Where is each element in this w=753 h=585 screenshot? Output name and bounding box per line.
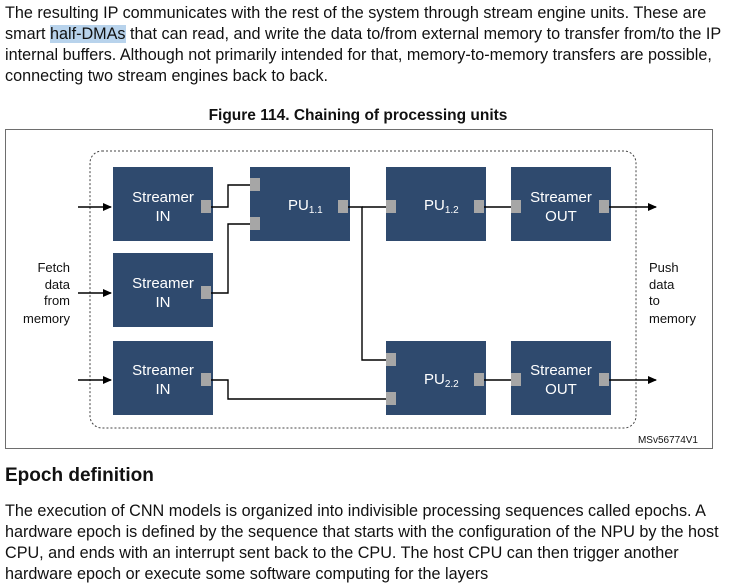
- port: [474, 373, 484, 386]
- chaining-diagram: Streamer IN Streamer IN Streamer IN PU1.…: [23, 150, 698, 446]
- svg-text:PU1.2: PU1.2: [424, 197, 459, 216]
- streamer-in-1: Streamer IN: [113, 167, 213, 241]
- right-label: Push data to memory: [649, 260, 696, 326]
- section-heading: Epoch definition: [5, 465, 154, 486]
- port: [201, 200, 211, 213]
- svg-text:PU1.1: PU1.1: [288, 197, 323, 216]
- figure-caption: Figure 114. Chaining of processing units: [208, 107, 508, 124]
- pu-1-2-sub: 1.2: [445, 205, 459, 216]
- left-label-line1: Fetch: [37, 260, 70, 275]
- left-label-line3: from: [44, 293, 70, 308]
- pu-2-2: PU2.2: [386, 341, 486, 415]
- port: [201, 373, 211, 386]
- ports: [201, 178, 609, 405]
- link-in1-pu11: [211, 181, 260, 208]
- port: [201, 286, 211, 299]
- pu-1-2-base: PU: [424, 197, 445, 214]
- link-in2-pu11: [211, 220, 260, 294]
- intro-paragraph: The resulting IP communicates with the r…: [5, 3, 750, 87]
- intro-text-after: that can read, and write the data to/fro…: [5, 25, 721, 85]
- pu-1-2: PU1.2: [386, 167, 486, 241]
- right-label-line3: to: [649, 293, 660, 308]
- streamer-out-2-line1: Streamer: [530, 362, 592, 379]
- streamer-in-2-line1: Streamer: [132, 275, 194, 292]
- pu-1-1: PU1.1: [250, 167, 350, 241]
- port: [599, 373, 609, 386]
- port: [511, 200, 521, 213]
- pu-1-1-base: PU: [288, 197, 309, 214]
- right-label-line4: memory: [649, 311, 696, 326]
- npu-boundary: [89, 150, 637, 429]
- port: [599, 200, 609, 213]
- streamer-in-3-line1: Streamer: [132, 362, 194, 379]
- streamer-in-3: Streamer IN: [113, 341, 213, 415]
- streamer-in-1-line1: Streamer: [132, 189, 194, 206]
- port: [338, 200, 348, 213]
- link-pu11-pu22: [348, 206, 395, 364]
- pu-2-2-base: PU: [424, 371, 445, 388]
- streamer-in-2: Streamer IN: [113, 253, 213, 327]
- intro-text-before: The resulting IP communicates with the r…: [5, 4, 707, 43]
- port: [511, 373, 521, 386]
- highlighted-term[interactable]: half-DMAs: [49, 25, 126, 43]
- streamer-out-2: Streamer OUT: [511, 341, 611, 415]
- figure-reference: MSv56774V1: [638, 435, 698, 446]
- pu-2-2-sub: 2.2: [445, 379, 459, 390]
- streamer-out-2-line2: OUT: [545, 381, 577, 398]
- left-label-line4: memory: [23, 311, 70, 326]
- svg-text:PU2.2: PU2.2: [424, 371, 459, 390]
- port: [250, 217, 260, 230]
- port: [386, 353, 396, 366]
- port: [250, 178, 260, 191]
- pu-1-1-sub: 1.1: [309, 205, 323, 216]
- right-label-line1: Push: [649, 260, 679, 275]
- streamer-in-1-line2: IN: [156, 208, 171, 225]
- streamer-in-3-line2: IN: [156, 381, 171, 398]
- left-label: Fetch data from memory: [23, 260, 71, 326]
- port: [474, 200, 484, 213]
- streamer-in-2-line2: IN: [156, 294, 171, 311]
- left-label-line2: data: [45, 277, 71, 292]
- right-label-line2: data: [649, 277, 675, 292]
- port: [386, 392, 396, 405]
- link-in3-pu22: [211, 379, 395, 403]
- streamer-out-1-line2: OUT: [545, 208, 577, 225]
- figure-frame: Streamer IN Streamer IN Streamer IN PU1.…: [5, 129, 713, 449]
- streamer-out-1: Streamer OUT: [511, 167, 611, 241]
- port: [386, 200, 396, 213]
- streamer-out-1-line1: Streamer: [530, 189, 592, 206]
- section-paragraph: The execution of CNN models is organized…: [5, 502, 719, 583]
